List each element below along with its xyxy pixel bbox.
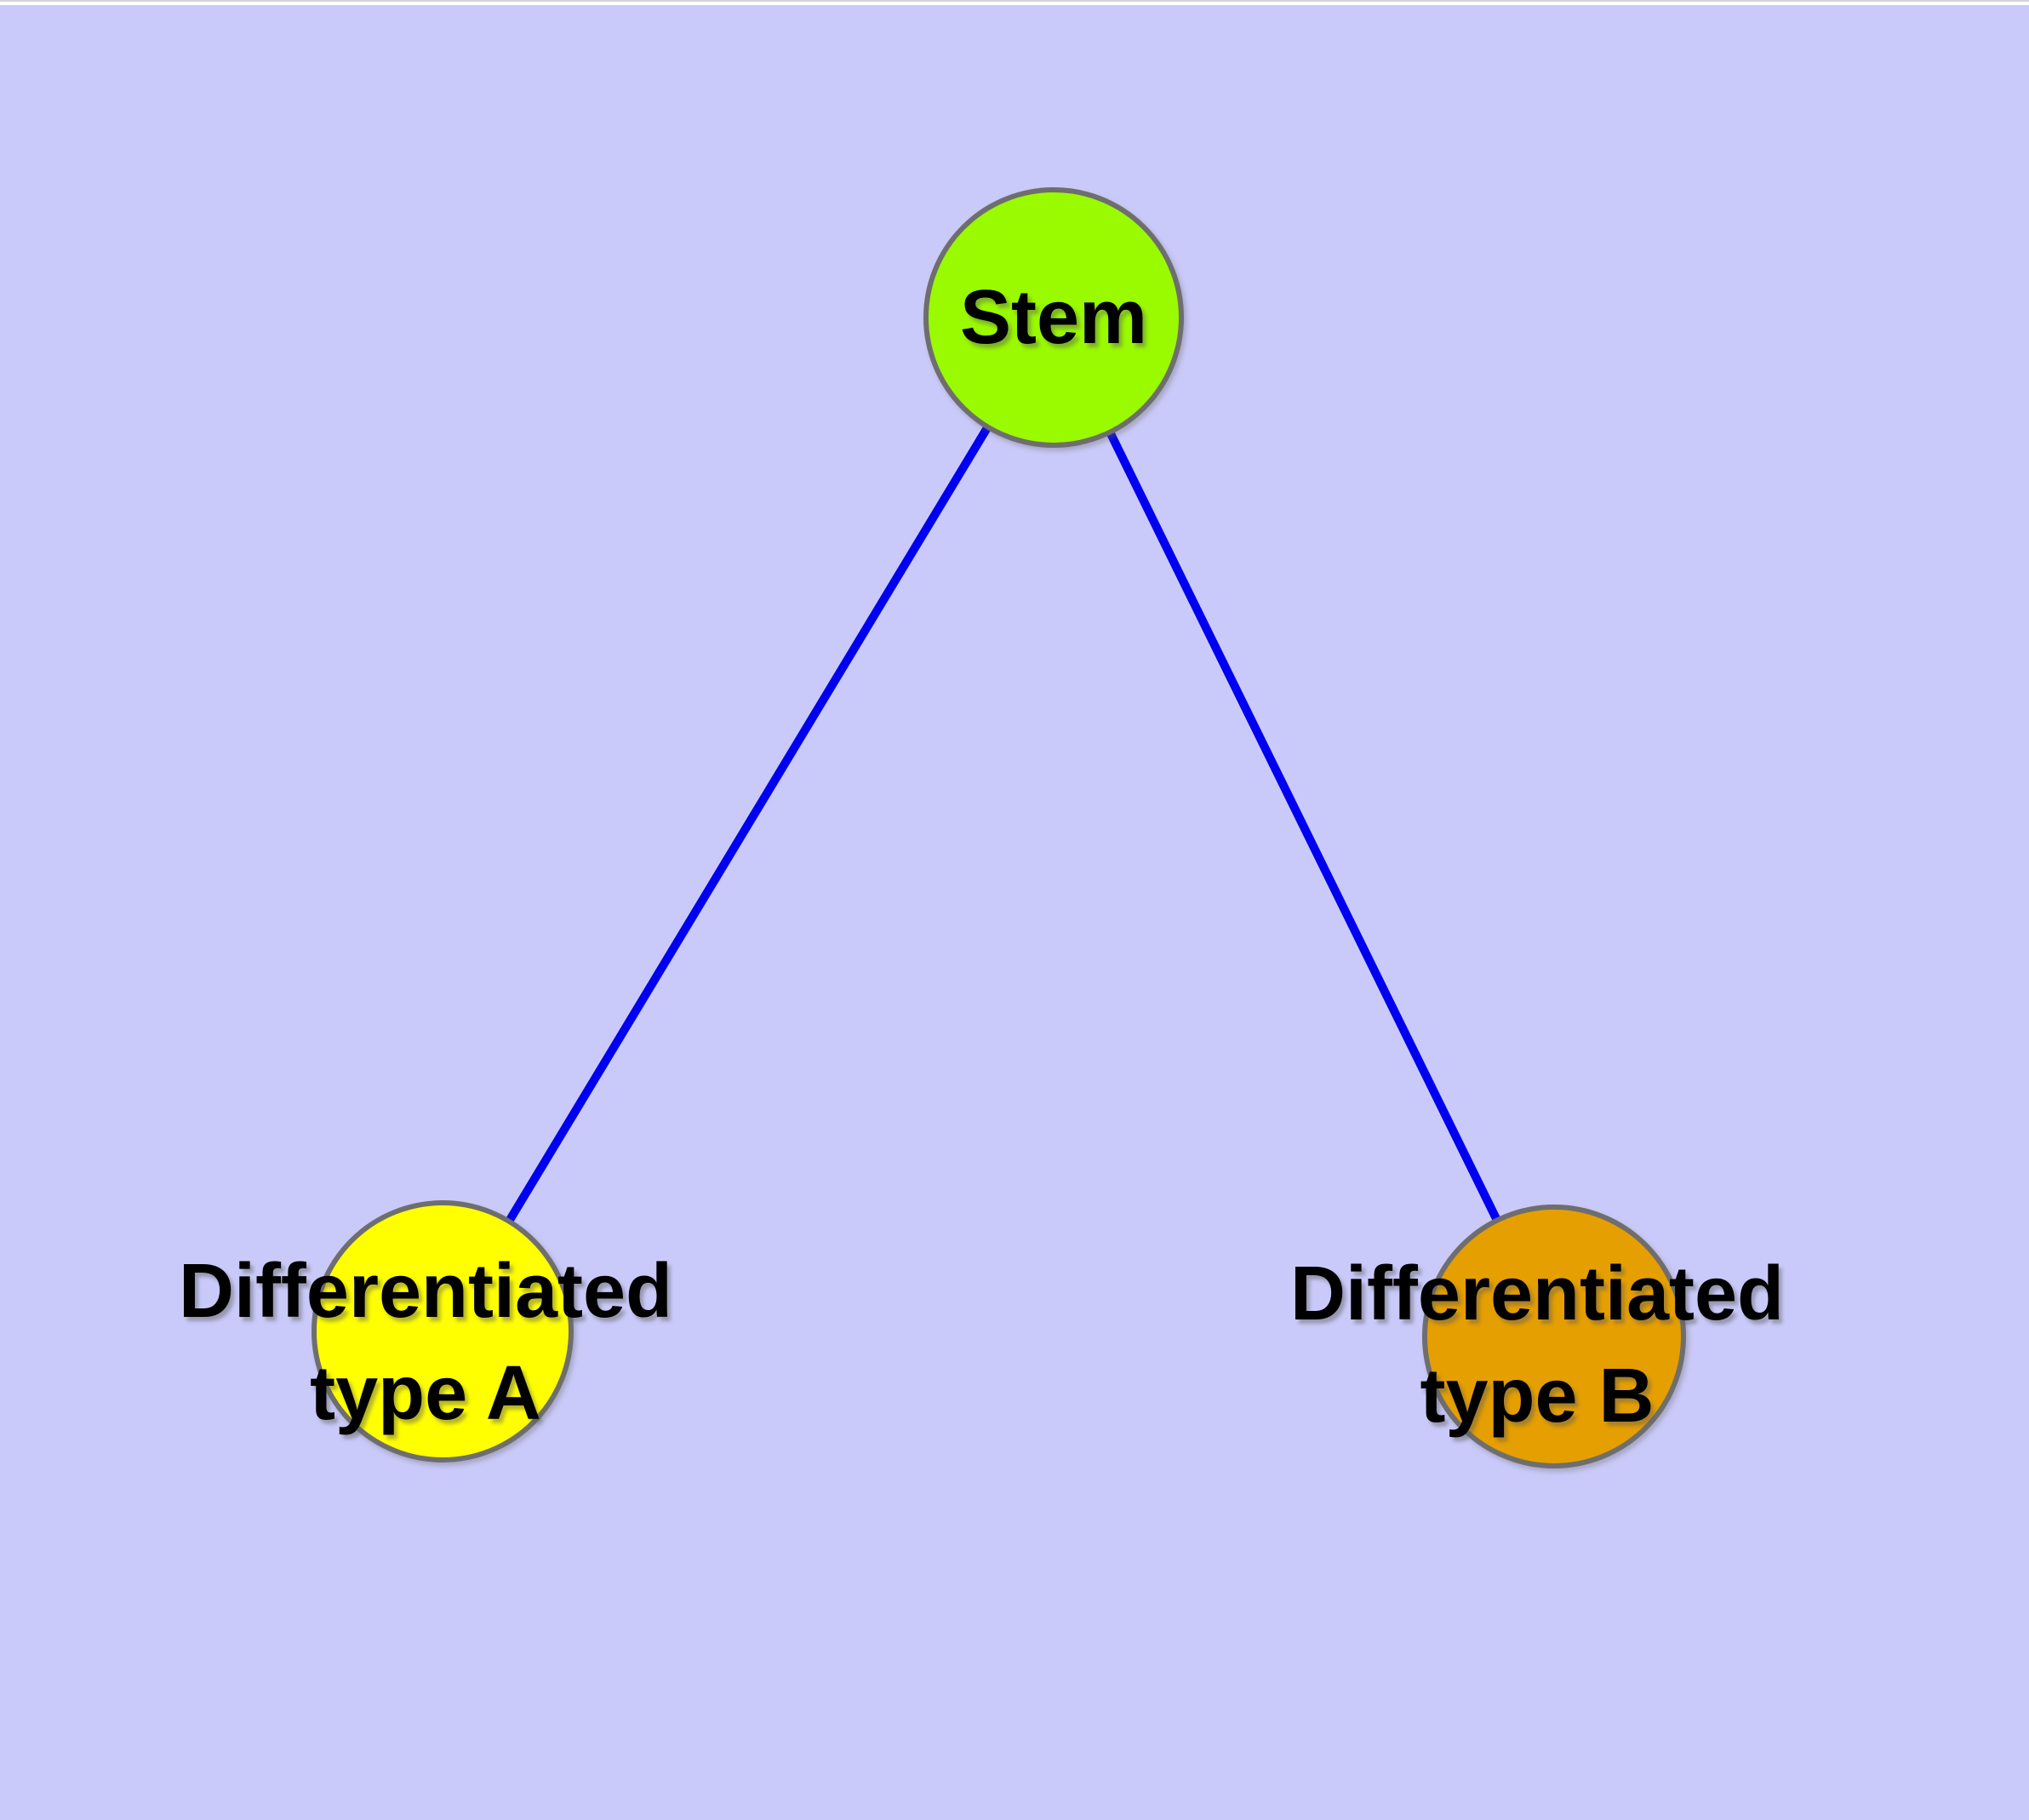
node-type-a[interactable] [311,1200,574,1462]
node-stem[interactable] [923,187,1184,448]
edge-stem-to-type-a [505,424,992,1224]
node-type-b[interactable] [1422,1205,1686,1468]
top-strip [0,0,2029,5]
edge-stem-to-type-b [1106,430,1501,1222]
